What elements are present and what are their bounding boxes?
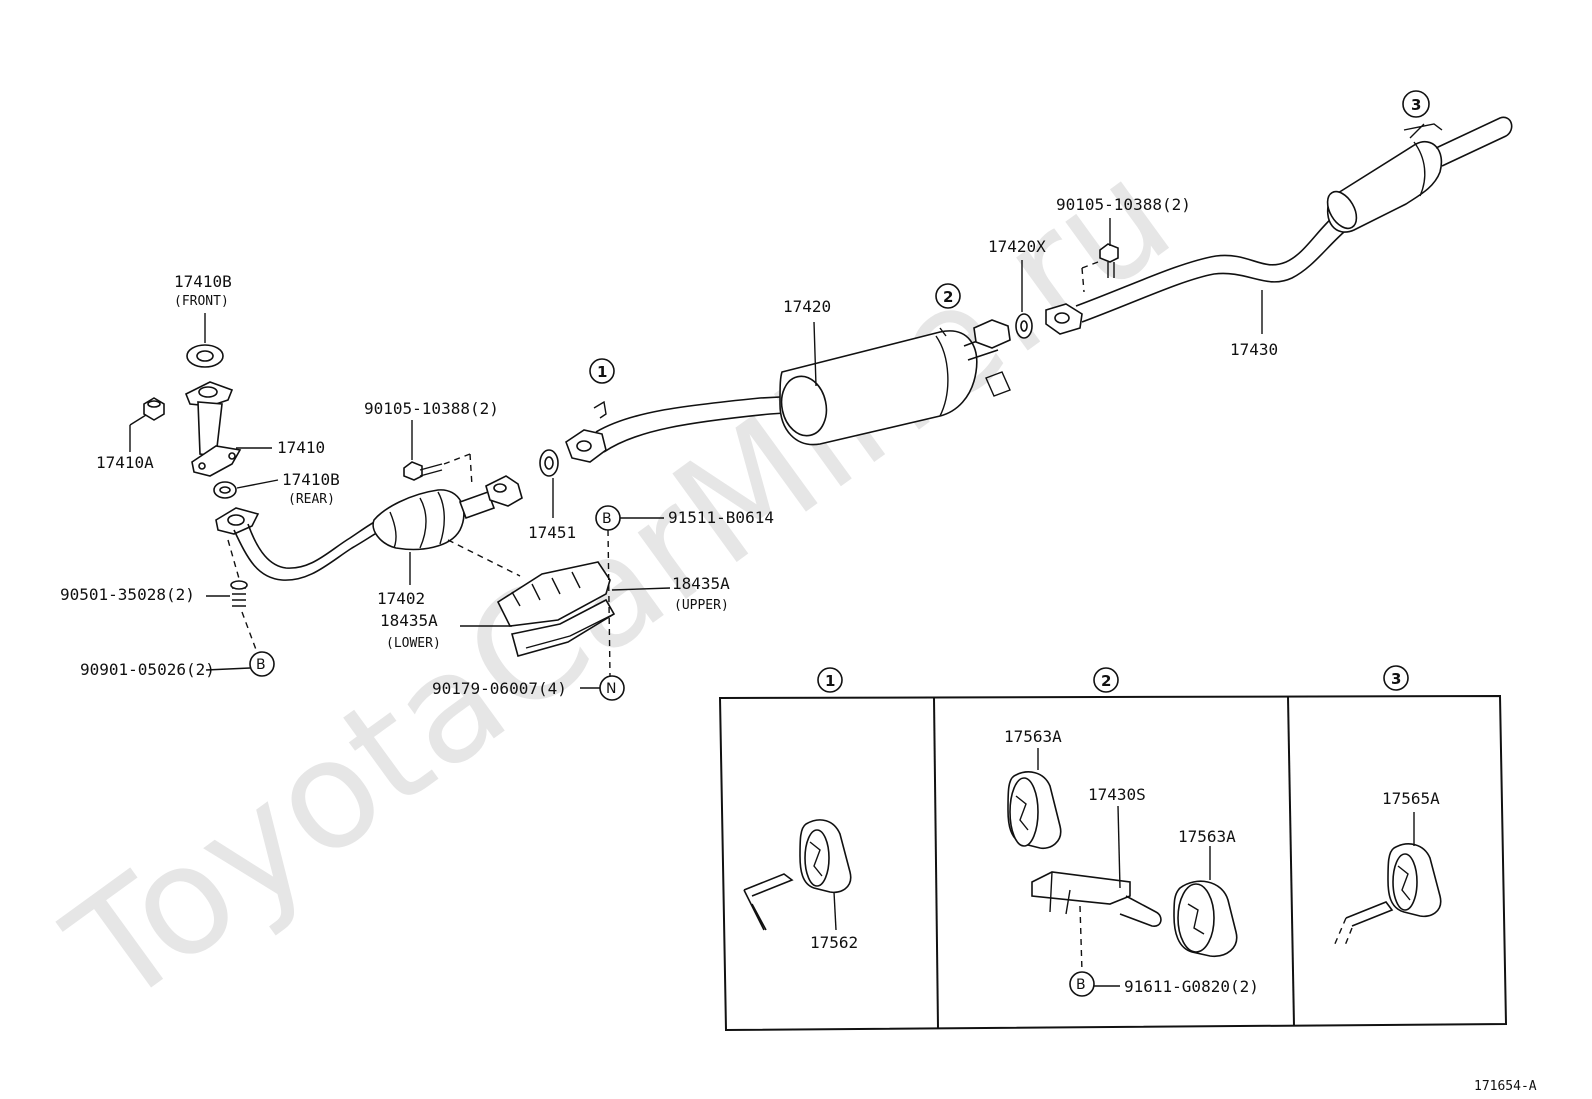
heat-insulator-18435a-lower (511, 598, 616, 657)
label-17410b-front-note: (FRONT) (174, 294, 229, 309)
nut-17410a (143, 397, 165, 421)
label-bolt-90901-05026: 90901-05026(2) (80, 660, 215, 679)
label-17565a: 17565A (1382, 789, 1440, 808)
label-17420: 17420 (783, 297, 831, 316)
marker-2-main-text: 2 (943, 288, 953, 306)
watermark: ToyotaCarMine.ru (38, 128, 1201, 1040)
detail-marker-2-text: 2 (1101, 672, 1111, 690)
label-17410b-front: 17410B (174, 272, 232, 291)
gasket-17420x (1015, 313, 1033, 339)
label-17562: 17562 (810, 933, 858, 952)
marker-b-left-text: B (256, 657, 266, 673)
detail-frames (718, 694, 1508, 1032)
gasket-17451 (539, 449, 559, 477)
marker-n-text: N (606, 681, 616, 697)
heat-insulator-18435a-upper (496, 561, 611, 627)
spring-90501-35028 (230, 580, 248, 607)
label-bolt-90105-10388-front: 90105-10388(2) (364, 399, 499, 418)
marker-b-detail-text: B (1076, 977, 1086, 993)
detail-2-hanger-17563a-right (1173, 880, 1238, 957)
label-17430s: 17430S (1088, 785, 1146, 804)
marker-1-main (589, 358, 615, 384)
detail-marker-3-text: 3 (1391, 670, 1401, 688)
bolt-90105-10388 (403, 461, 443, 481)
front-gasket-17410b (186, 344, 224, 368)
label-spring-90501-35028: 90501-35028(2) (60, 585, 195, 604)
detail-3-hanger-17565a (1333, 843, 1442, 949)
marker-3-main-text: 3 (1411, 96, 1421, 114)
center-pipe-muffler-17420 (565, 319, 1011, 463)
label-90179-06007: 90179-06007(4) (432, 679, 567, 698)
detail-2-bracket-17430s (1031, 871, 1162, 927)
marker-1-main-text: 1 (597, 363, 607, 381)
detail-marker-2 (1093, 667, 1119, 693)
label-17410a: 17410A (96, 453, 154, 472)
label-18435a-lower: 18435A (380, 611, 438, 630)
label-18435a-upper-note: (UPPER) (674, 598, 729, 613)
label-17430: 17430 (1230, 340, 1278, 359)
marker-3-main (1402, 90, 1430, 118)
front-pipe-catalytic-converter-17402 (215, 475, 523, 581)
marker-2-main (935, 283, 961, 309)
tail-pipe-17430 (1045, 116, 1513, 335)
marker-b-detail (1069, 971, 1095, 997)
label-17420x: 17420X (988, 237, 1046, 256)
rear-gasket-17410b (213, 481, 237, 499)
detail-marker-3 (1383, 665, 1409, 691)
label-17402: 17402 (377, 589, 425, 608)
label-18435a-upper: 18435A (672, 574, 730, 593)
label-18435a-lower-note: (LOWER) (386, 636, 441, 651)
detail-1-hanger-17562 (743, 819, 852, 931)
label-17410: 17410 (277, 438, 325, 457)
label-17563a-a: 17563A (1004, 727, 1062, 746)
label-17410b-rear: 17410B (282, 470, 340, 489)
label-91511-b0614: 91511-B0614 (668, 508, 774, 527)
marker-b-upper-text: B (602, 511, 612, 527)
exhaust-manifold-pipe-17410 (184, 381, 242, 477)
marker-b-left (249, 651, 275, 677)
label-91611-g0820: 91611-G0820(2) (1124, 977, 1259, 996)
detail-marker-1-text: 1 (825, 672, 835, 690)
label-bolt-90105-10388-tail: 90105-10388(2) (1056, 195, 1191, 214)
detail-marker-1 (817, 667, 843, 693)
bolt-90105-10388-tail (1099, 218, 1119, 278)
detail-2-hanger-17563a (1007, 771, 1062, 850)
label-17563a-b: 17563A (1178, 827, 1236, 846)
label-17451: 17451 (528, 523, 576, 542)
label-17410b-rear-note: (REAR) (288, 492, 335, 507)
drawing-code: 171654-A (1474, 1079, 1537, 1094)
